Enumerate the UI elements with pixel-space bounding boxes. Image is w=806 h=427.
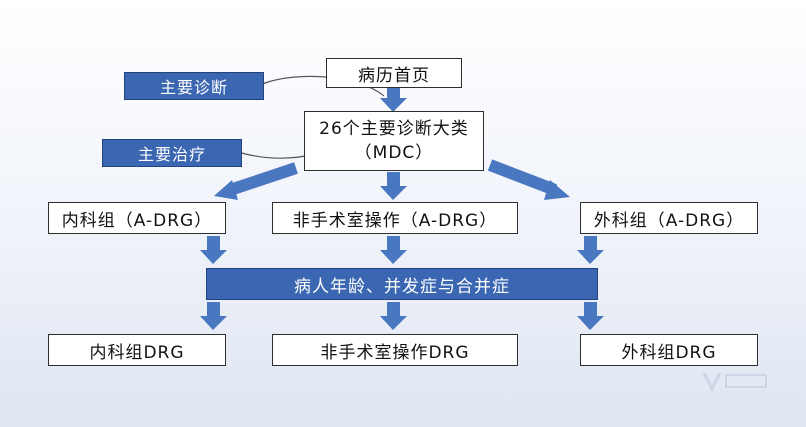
medical-record-homepage-box: 病历首页 [326, 58, 462, 88]
mdc-line1: 26个主要诊断大类 [319, 119, 469, 139]
non-surgical-adrg-box: 非手术室操作（A-DRG） [272, 202, 518, 234]
arrow-mdc-to-non-surgical [380, 172, 407, 200]
arrow-mdc-to-internal [214, 162, 298, 200]
non-surgical-drg-box: 非手术室操作DRG [272, 334, 518, 366]
main-treatment-label-box: 主要治疗 [102, 139, 242, 167]
arrow-surgical-to-bar [577, 236, 604, 264]
internal-drg-box: 内科组DRG [48, 334, 226, 366]
internal-drg-label: 内科组DRG [89, 342, 185, 363]
main-diagnosis-label-box: 主要诊断 [124, 72, 264, 100]
mdc-line2: （MDC） [354, 143, 434, 163]
arrow-bar-to-non-surgical-drg [380, 302, 407, 330]
medical-record-homepage-label: 病历首页 [358, 65, 430, 86]
patient-factors-bar: 病人年龄、并发症与合并症 [206, 268, 598, 300]
arrow-internal-to-bar [200, 236, 227, 264]
non-surgical-drg-label: 非手术室操作DRG [320, 342, 470, 363]
non-surgical-adrg-label: 非手术室操作（A-DRG） [292, 210, 498, 231]
arrow-bar-to-internal-drg [200, 302, 227, 330]
arrow-non-surgical-to-bar [380, 236, 407, 264]
internal-adrg-label: 内科组（A-DRG） [61, 210, 213, 231]
surgical-adrg-label: 外科组（A-DRG） [593, 210, 745, 231]
surgical-drg-box: 外科组DRG [580, 334, 758, 366]
surgical-adrg-box: 外科组（A-DRG） [580, 202, 758, 234]
main-diagnosis-label: 主要诊断 [159, 78, 228, 97]
main-treatment-label: 主要治疗 [137, 145, 206, 164]
surgical-drg-label: 外科组DRG [621, 342, 717, 363]
arrow-top-to-mdc [380, 86, 407, 112]
watermark-logo-icon [702, 372, 767, 393]
mdc-box: 26个主要诊断大类 （MDC） [304, 111, 484, 171]
internal-adrg-box: 内科组（A-DRG） [48, 202, 226, 234]
arrow-bar-to-surgical-drg [577, 302, 604, 330]
arrow-mdc-to-surgical [487, 159, 570, 200]
patient-factors-label: 病人年龄、并发症与合并症 [294, 276, 510, 297]
